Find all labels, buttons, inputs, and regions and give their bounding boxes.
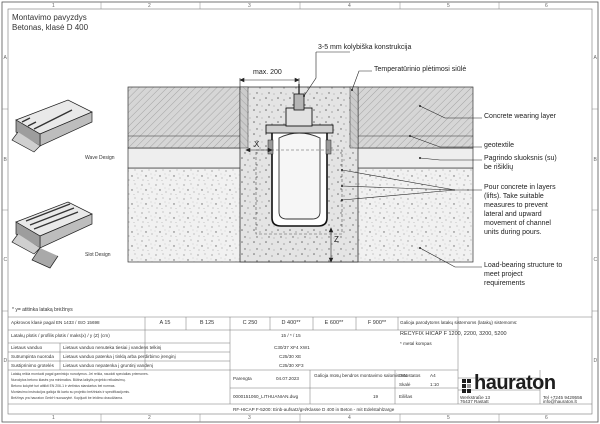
brand-wordmark: hauraton — [474, 372, 556, 394]
callout-pour-4: lateral and upward — [484, 211, 542, 218]
tb-revision: 19 — [373, 394, 379, 399]
grid-row-a: A — [3, 55, 7, 61]
grid-col-4-bottom: 4 — [348, 415, 351, 421]
tb-row1-value: 15 / * / 15 — [281, 333, 301, 338]
grid-col-3: 3 — [248, 3, 251, 9]
leader-lines — [303, 51, 482, 268]
label-wave-design: Wave Design — [85, 155, 115, 161]
tb-address-1: Werkstraße 13 — [460, 395, 491, 400]
tb-fine-1: Lataką reikia montuoti pagal gamintojo n… — [11, 372, 149, 376]
tb-fine-5: Brėžinys yra hauraton GmbH nuosavybė. Ko… — [11, 396, 123, 400]
load-class-c250: C 250 — [242, 320, 258, 326]
tb-row4-label: Sustiprinimo grotelės — [11, 363, 54, 368]
callout-base-layer-2: be rišiklių — [484, 164, 514, 171]
lift-outline — [255, 149, 343, 235]
dimension-x-label: X — [254, 140, 260, 149]
callout-pour-6: units during pours. — [484, 229, 542, 236]
tb-fine-3: Betono kokybė turi atitikti EN 206-1 ir … — [11, 384, 116, 388]
grid-row-b-right: B — [593, 157, 597, 163]
grid-col-2-bottom: 2 — [148, 415, 151, 421]
tb-edition-label: Eilišas — [399, 394, 413, 399]
callout-wearing-layer: Concrete wearing layer — [484, 113, 556, 120]
grid-row-d: D — [3, 358, 8, 364]
grid-col-6-bottom: 6 — [545, 415, 548, 421]
load-class-f900: F 900** — [367, 320, 387, 326]
callout-pour-1: Pour concrete in layers — [484, 184, 556, 191]
hauraton-logo-mark — [462, 379, 471, 393]
tb-row4-value: C25/30 XF3 — [279, 363, 304, 368]
tb-metal-frame: * metal kompas — [400, 341, 432, 346]
tb-products: RECYFIX HICAP F 1200, 2200, 3200, 5200 — [400, 331, 507, 337]
drawing-title-line2: Betonas, klasė D 400 — [12, 23, 89, 32]
grid-col-2: 2 — [148, 3, 151, 9]
drawing-title-line1: Montavimo pavyzdys — [12, 13, 87, 22]
tb-din-label: DIN — [399, 373, 407, 378]
callout-geotextile: geotextile — [484, 142, 514, 149]
load-class-e600: E 600** — [324, 320, 344, 326]
tb-mail: info@hauraton.lt — [543, 399, 577, 404]
grid-row-c: C — [3, 257, 8, 263]
wearing-layer-left — [127, 86, 241, 149]
tb-scale-value: 1:10 — [430, 382, 439, 387]
callout-load-2: meet project — [484, 271, 523, 278]
slot-design-sketch — [11, 201, 93, 269]
tb-note-b: Lietaus vanduo patenka į tinklą arba per… — [63, 354, 176, 359]
grid-row-b: B — [3, 157, 7, 163]
load-class-b125: B 125 — [199, 320, 215, 326]
tb-row1-label: Latakų plotis / profilis plotis / maks(x… — [11, 333, 110, 338]
tb-applies: Galioja parodytoms latakų sistemoms (lat… — [400, 320, 518, 325]
callout-expansion-joint: Temperatūrinio plėtimosi siūlė — [374, 66, 467, 73]
wave-design-sketch — [11, 99, 93, 153]
grid-row-d-right: D — [593, 358, 598, 364]
tb-din-value: A4 — [430, 373, 436, 378]
channel-unit — [265, 84, 334, 227]
tb-phone: Tel +7245 9429556 — [543, 395, 583, 400]
tb-date: 04.07.2023 — [276, 376, 299, 381]
label-slot-design: Slot Design — [85, 252, 111, 258]
tb-file-name: 0000151060_LITHUANIAN.dwg — [233, 394, 299, 399]
tb-note-a: Lietaus vanduo nenuteka tiesiai į vanden… — [63, 345, 162, 350]
grid-col-6: 6 — [545, 3, 548, 9]
footnote: * y= atitinka lataką brėžinys — [12, 307, 73, 313]
tb-row2-value: C30/37 XF4 XW1 — [274, 345, 310, 350]
load-class-d400: D 400** — [281, 320, 301, 326]
tb-row2-label: Lietaus vanduo — [11, 345, 43, 350]
grid-col-5-bottom: 5 — [447, 415, 450, 421]
dimension-x — [245, 147, 273, 153]
tb-note-c: Lietaus vanduo nepatenka į gruntinį vand… — [63, 363, 153, 368]
dimension-z-label: Z — [334, 235, 339, 244]
grid-col-3-bottom: 3 — [248, 415, 251, 421]
tb-fine-4: Montavimo instrukcijos galioja tik kartu… — [11, 390, 130, 394]
grid-col-1-bottom: 1 — [52, 415, 55, 421]
tb-standard: Apkrovos klasė pagal EN 1433 / ISO 15698 — [11, 320, 100, 325]
tb-validity: Galioja mūsų bendros montavimo salomis n… — [314, 373, 421, 378]
grid-row-c-right: C — [593, 257, 598, 263]
tb-footer: RF-HICAP F-5200: Einb-aufsatz/gH/Klasse … — [233, 407, 395, 412]
title-block-lines — [8, 316, 592, 405]
callout-pour-2: (lifts). Take suitable — [484, 193, 544, 200]
callout-load-3: requirements — [484, 280, 525, 287]
callout-construction: 3-5 mm kolybiška konstrukcija — [318, 44, 412, 51]
wearing-layer-right — [357, 86, 474, 149]
tb-fine-2: Nurodytos betono klasės yra minimalios. … — [11, 378, 126, 382]
grid-col-1: 1 — [52, 3, 55, 9]
dimension-max-width — [239, 77, 300, 90]
callout-load-1: Load-bearing structure to — [484, 262, 563, 269]
dimension-max-label: max. 200 — [253, 69, 282, 76]
grid-col-4: 4 — [348, 3, 351, 9]
callout-pour-3: measures to prevent — [484, 202, 548, 209]
load-class-a15: A 15 — [159, 320, 171, 326]
dimension-z — [328, 227, 334, 263]
tb-date-label: Parengta — [233, 376, 252, 381]
callout-base-layer-1: Pagrindo sluoksnis (su) — [484, 155, 557, 162]
tb-row3-value: C25/30 XE — [279, 354, 302, 359]
grid-row-a-right: A — [593, 55, 597, 61]
tb-address-2: 76437 Rastatt — [460, 399, 489, 404]
callout-pour-5: movement of channel — [484, 220, 551, 227]
grid-col-5: 5 — [447, 3, 450, 9]
tb-row3-label: Sutrumpinta nuoroda — [11, 354, 54, 359]
tb-scale-label: Skalė — [399, 382, 411, 387]
